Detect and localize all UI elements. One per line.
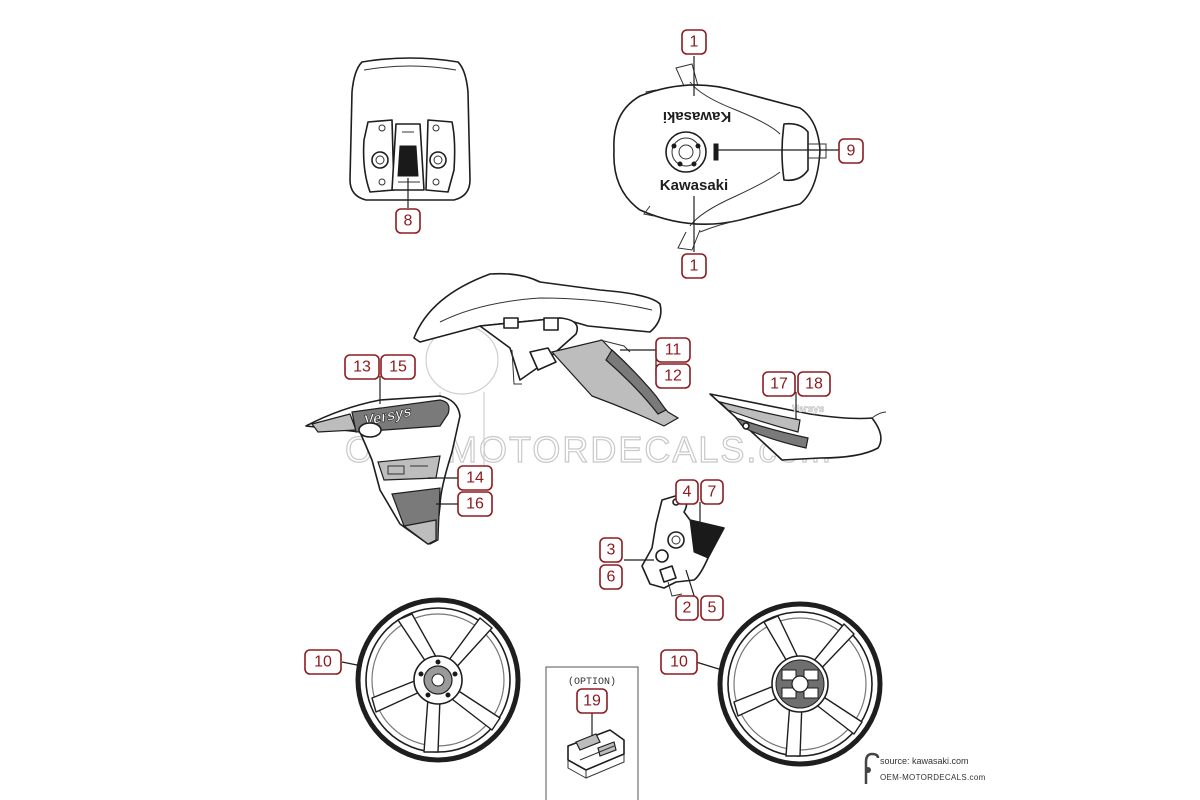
source-line-2: OEM-MOTORDECALS.com	[880, 773, 986, 782]
windscreen	[349, 57, 471, 201]
svg-text:1: 1	[690, 258, 699, 275]
svg-text:1: 1	[690, 34, 699, 51]
svg-text:19: 19	[583, 693, 601, 710]
callout-12: 12	[655, 363, 691, 389]
callout-8: 8	[395, 208, 421, 234]
callout-1-top: 1	[681, 29, 707, 55]
callout-9: 9	[838, 138, 864, 164]
callout-7: 7	[700, 479, 724, 505]
callout-13: 13	[344, 354, 380, 380]
callout-6: 6	[599, 564, 623, 590]
svg-text:12: 12	[664, 368, 682, 385]
svg-text:7: 7	[708, 484, 717, 501]
svg-text:15: 15	[389, 359, 407, 376]
tank-brand-upper: Kawasaki	[663, 108, 731, 125]
callout-18: 18	[797, 371, 831, 397]
svg-text:2: 2	[683, 600, 692, 617]
callout-16: 16	[457, 491, 493, 517]
callout-17: 17	[762, 371, 796, 397]
side-cover-logo: Versys	[792, 404, 825, 415]
callout-4: 4	[675, 479, 699, 505]
leader-10-rear	[695, 661, 723, 671]
callout-2: 2	[675, 595, 699, 621]
callout-3: 3	[599, 537, 623, 563]
svg-text:4: 4	[683, 484, 692, 501]
svg-text:10: 10	[670, 654, 688, 671]
svg-text:6: 6	[607, 569, 616, 586]
front-wheel	[355, 597, 521, 763]
svg-text:18: 18	[805, 376, 823, 393]
source-line-1: source: kawasaki.com	[880, 756, 969, 766]
option-label: (OPTION)	[568, 676, 616, 688]
svg-text:3: 3	[607, 542, 616, 559]
callout-1-bottom: 1	[681, 253, 707, 279]
source-credit: source: kawasaki.com OEM-MOTORDECALS.com	[864, 752, 986, 784]
fuel-tank: Kawasaki Kawasaki	[613, 63, 827, 251]
svg-text:14: 14	[466, 470, 484, 487]
svg-text:10: 10	[314, 654, 332, 671]
svg-text:11: 11	[665, 342, 682, 359]
side-cowl: Versys	[305, 395, 461, 545]
svg-text:5: 5	[708, 600, 717, 617]
option-part	[567, 729, 625, 779]
svg-text:8: 8	[404, 213, 413, 230]
tank-brand-lower: Kawasaki	[660, 177, 728, 194]
callout-19: 19	[576, 688, 608, 714]
callout-5: 5	[700, 595, 724, 621]
callout-10-front: 10	[304, 649, 342, 675]
side-cover: Versys	[709, 393, 887, 461]
leader-10-front	[341, 661, 363, 667]
rear-wheel	[717, 601, 883, 767]
svg-text:17: 17	[770, 376, 788, 393]
callout-10-rear: 10	[660, 649, 698, 675]
callout-11: 11	[655, 337, 691, 363]
svg-text:13: 13	[353, 359, 371, 376]
bracket	[641, 493, 725, 597]
callout-14: 14	[457, 465, 493, 491]
tail-cowl	[413, 272, 680, 427]
svg-text:16: 16	[466, 496, 484, 513]
callout-15: 15	[380, 354, 416, 380]
svg-text:9: 9	[847, 143, 856, 160]
option-box: (OPTION)	[545, 666, 639, 800]
